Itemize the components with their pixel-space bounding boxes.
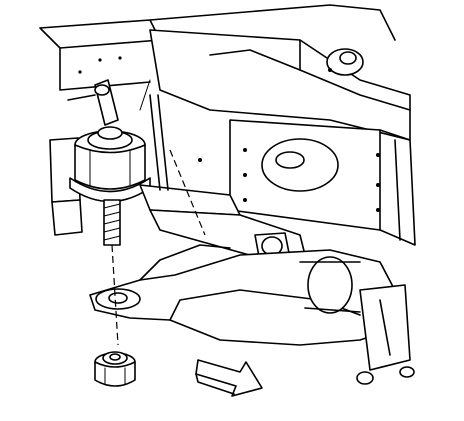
engine-mount-icon [50,80,305,262]
stud-axis-line [112,150,205,345]
lower-control-arm-icon [90,245,414,384]
mount-nut-icon [95,352,135,386]
mount-stud-icon [104,200,120,245]
frame-rail-icon [40,5,415,245]
direction-arrow-icon [196,360,262,396]
